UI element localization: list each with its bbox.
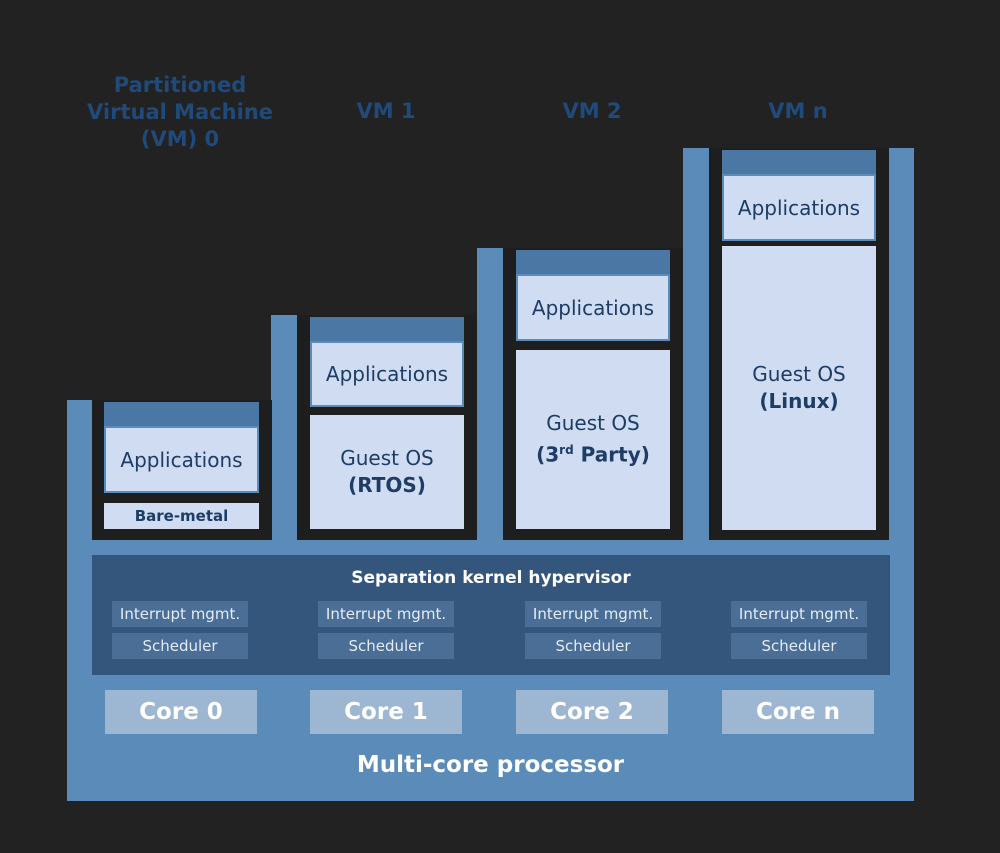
vm3-title: VM n (768, 99, 828, 123)
vm0-title: Partitioned Virtual Machine (VM) 0 (70, 72, 290, 153)
scheduler-0: Scheduler (112, 633, 248, 659)
vm1-os-line1: Guest OS (340, 446, 434, 470)
vm2-guest-os: Guest OS (3rd Party) (516, 350, 670, 529)
vm2-os-line2-main: (3 (536, 442, 560, 467)
interrupt-mgmt-0: Interrupt mgmt. (112, 601, 248, 627)
vm2-header (516, 250, 670, 274)
vm1-title: VM 1 (356, 99, 416, 123)
core-0: Core 0 (105, 690, 257, 734)
vm2-applications: Applications (516, 274, 670, 341)
vm3-guest-os: Guest OS (Linux) (722, 246, 876, 530)
vm0-title-line2: Virtual Machine (87, 100, 273, 124)
vm2-title: VM 2 (562, 99, 622, 123)
vm1-applications: Applications (310, 341, 464, 407)
vm2-os-line2: (3rd Party) (536, 437, 650, 469)
core-1: Core 1 (310, 690, 462, 734)
scheduler-3: Scheduler (731, 633, 867, 659)
vm1-os-line2: (RTOS) (348, 473, 426, 497)
vm2-os-line2-tail: Party) (573, 442, 650, 467)
vm2-os-line2-sup: rd (559, 443, 574, 458)
scheduler-1: Scheduler (318, 633, 454, 659)
vm3-header (722, 150, 876, 174)
vm0-header (104, 402, 259, 426)
interrupt-mgmt-2: Interrupt mgmt. (525, 601, 661, 627)
hypervisor-title: Separation kernel hypervisor (351, 568, 631, 588)
processor-label: Multi-core processor (356, 752, 625, 778)
vm3-os-line2: (Linux) (759, 389, 839, 413)
scheduler-2: Scheduler (525, 633, 661, 659)
vm1-header (310, 317, 464, 341)
vm3-os-line1: Guest OS (752, 362, 846, 386)
vm0-applications: Applications (104, 426, 259, 493)
vm3-applications: Applications (722, 174, 876, 241)
interrupt-mgmt-3: Interrupt mgmt. (731, 601, 867, 627)
vm2-os-line1: Guest OS (546, 411, 640, 436)
vm1-guest-os: Guest OS (RTOS) (310, 415, 464, 529)
vm0-title-line1: Partitioned (113, 73, 247, 97)
core-2: Core 2 (516, 690, 668, 734)
vm0-title-line3: (VM) 0 (140, 127, 220, 151)
vm0-bare-metal: Bare-metal (104, 503, 259, 529)
core-3: Core n (722, 690, 874, 734)
interrupt-mgmt-1: Interrupt mgmt. (318, 601, 454, 627)
